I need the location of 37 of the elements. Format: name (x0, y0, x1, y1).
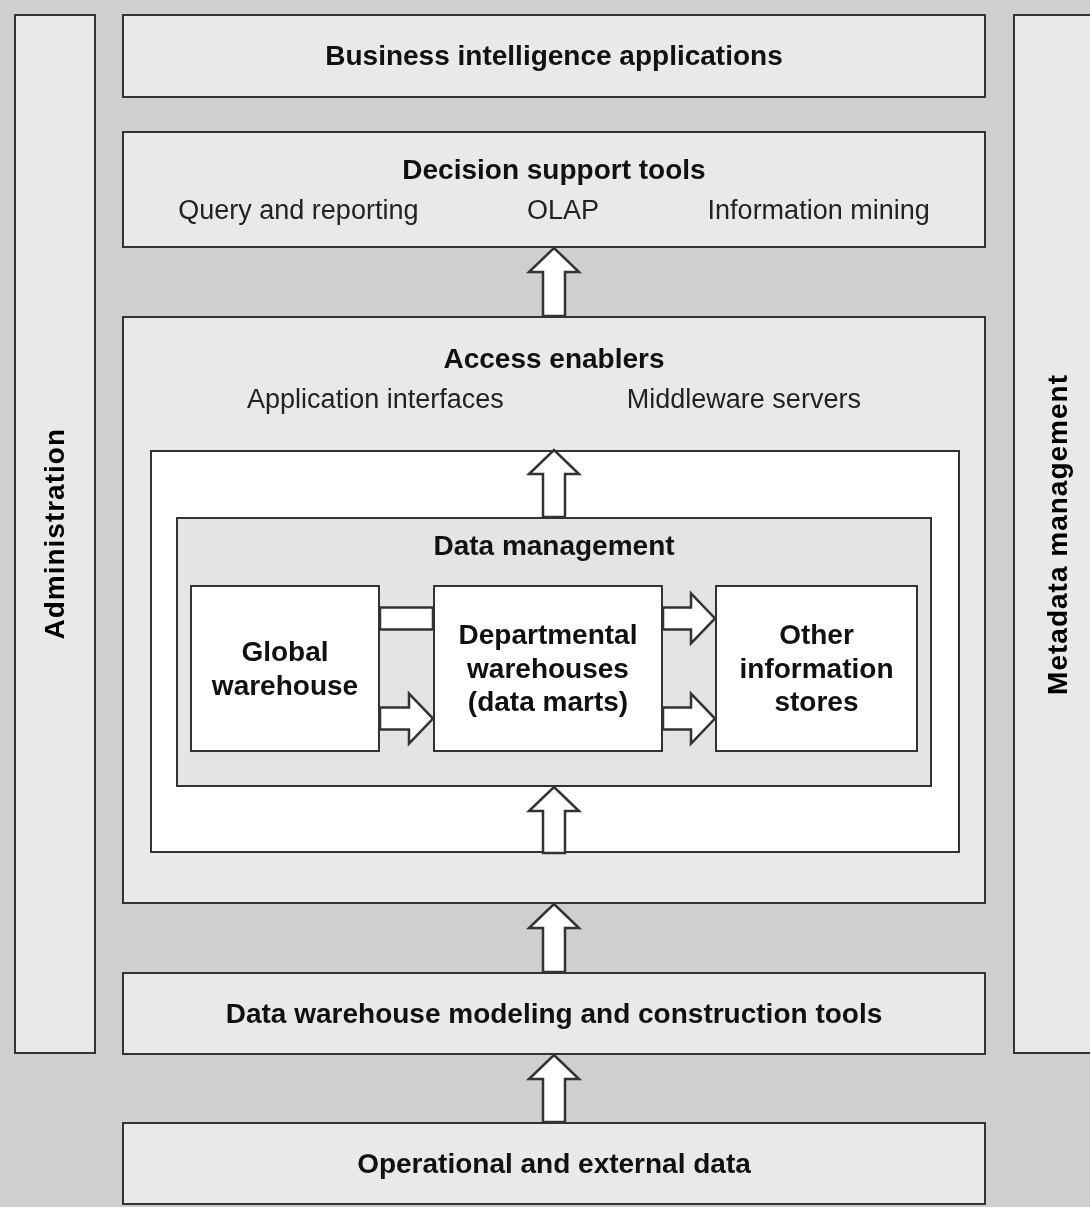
layer-box (122, 14, 986, 98)
item-label: Middleware servers (626, 383, 861, 415)
box-title: Data management (433, 529, 675, 563)
vertical-label: Metadata management (1042, 373, 1074, 695)
vertical-label: Administration (39, 428, 71, 640)
block-arrow (525, 1053, 583, 1124)
box-title: Access enablers (443, 342, 665, 376)
block-arrow (525, 246, 583, 318)
store-box (715, 585, 918, 752)
item-label: OLAP (527, 194, 600, 226)
box-title: Departmental warehouses (data marts) (457, 618, 639, 719)
store-box (433, 585, 663, 752)
box-title: Global warehouse (210, 634, 360, 703)
layer-box (122, 316, 986, 904)
side-band (14, 14, 96, 1054)
box-title: Business intelligence applications (325, 39, 783, 73)
item-label: Application interfaces (247, 383, 504, 415)
box-title: Operational and external data (357, 1146, 751, 1181)
block-arrow (378, 690, 435, 747)
store-box (190, 585, 380, 752)
item-label: Information mining (707, 194, 930, 226)
item-label: Query and reporting (178, 194, 419, 226)
layer-box (122, 131, 986, 248)
block-arrow (661, 690, 717, 747)
side-band (1013, 14, 1090, 1054)
box-title: Data warehouse modeling and construction tools (225, 996, 883, 1031)
layer-box (122, 1122, 986, 1205)
container-box (150, 450, 960, 853)
box-title: Other information stores (738, 618, 895, 719)
block-arrow (661, 590, 717, 647)
block-arrow (378, 606, 435, 631)
group-box (176, 517, 932, 787)
layer-box (122, 972, 986, 1055)
block-arrow (525, 902, 583, 974)
box-title: Decision support tools (402, 153, 706, 187)
block-arrow (525, 448, 583, 519)
block-arrow (525, 785, 583, 855)
